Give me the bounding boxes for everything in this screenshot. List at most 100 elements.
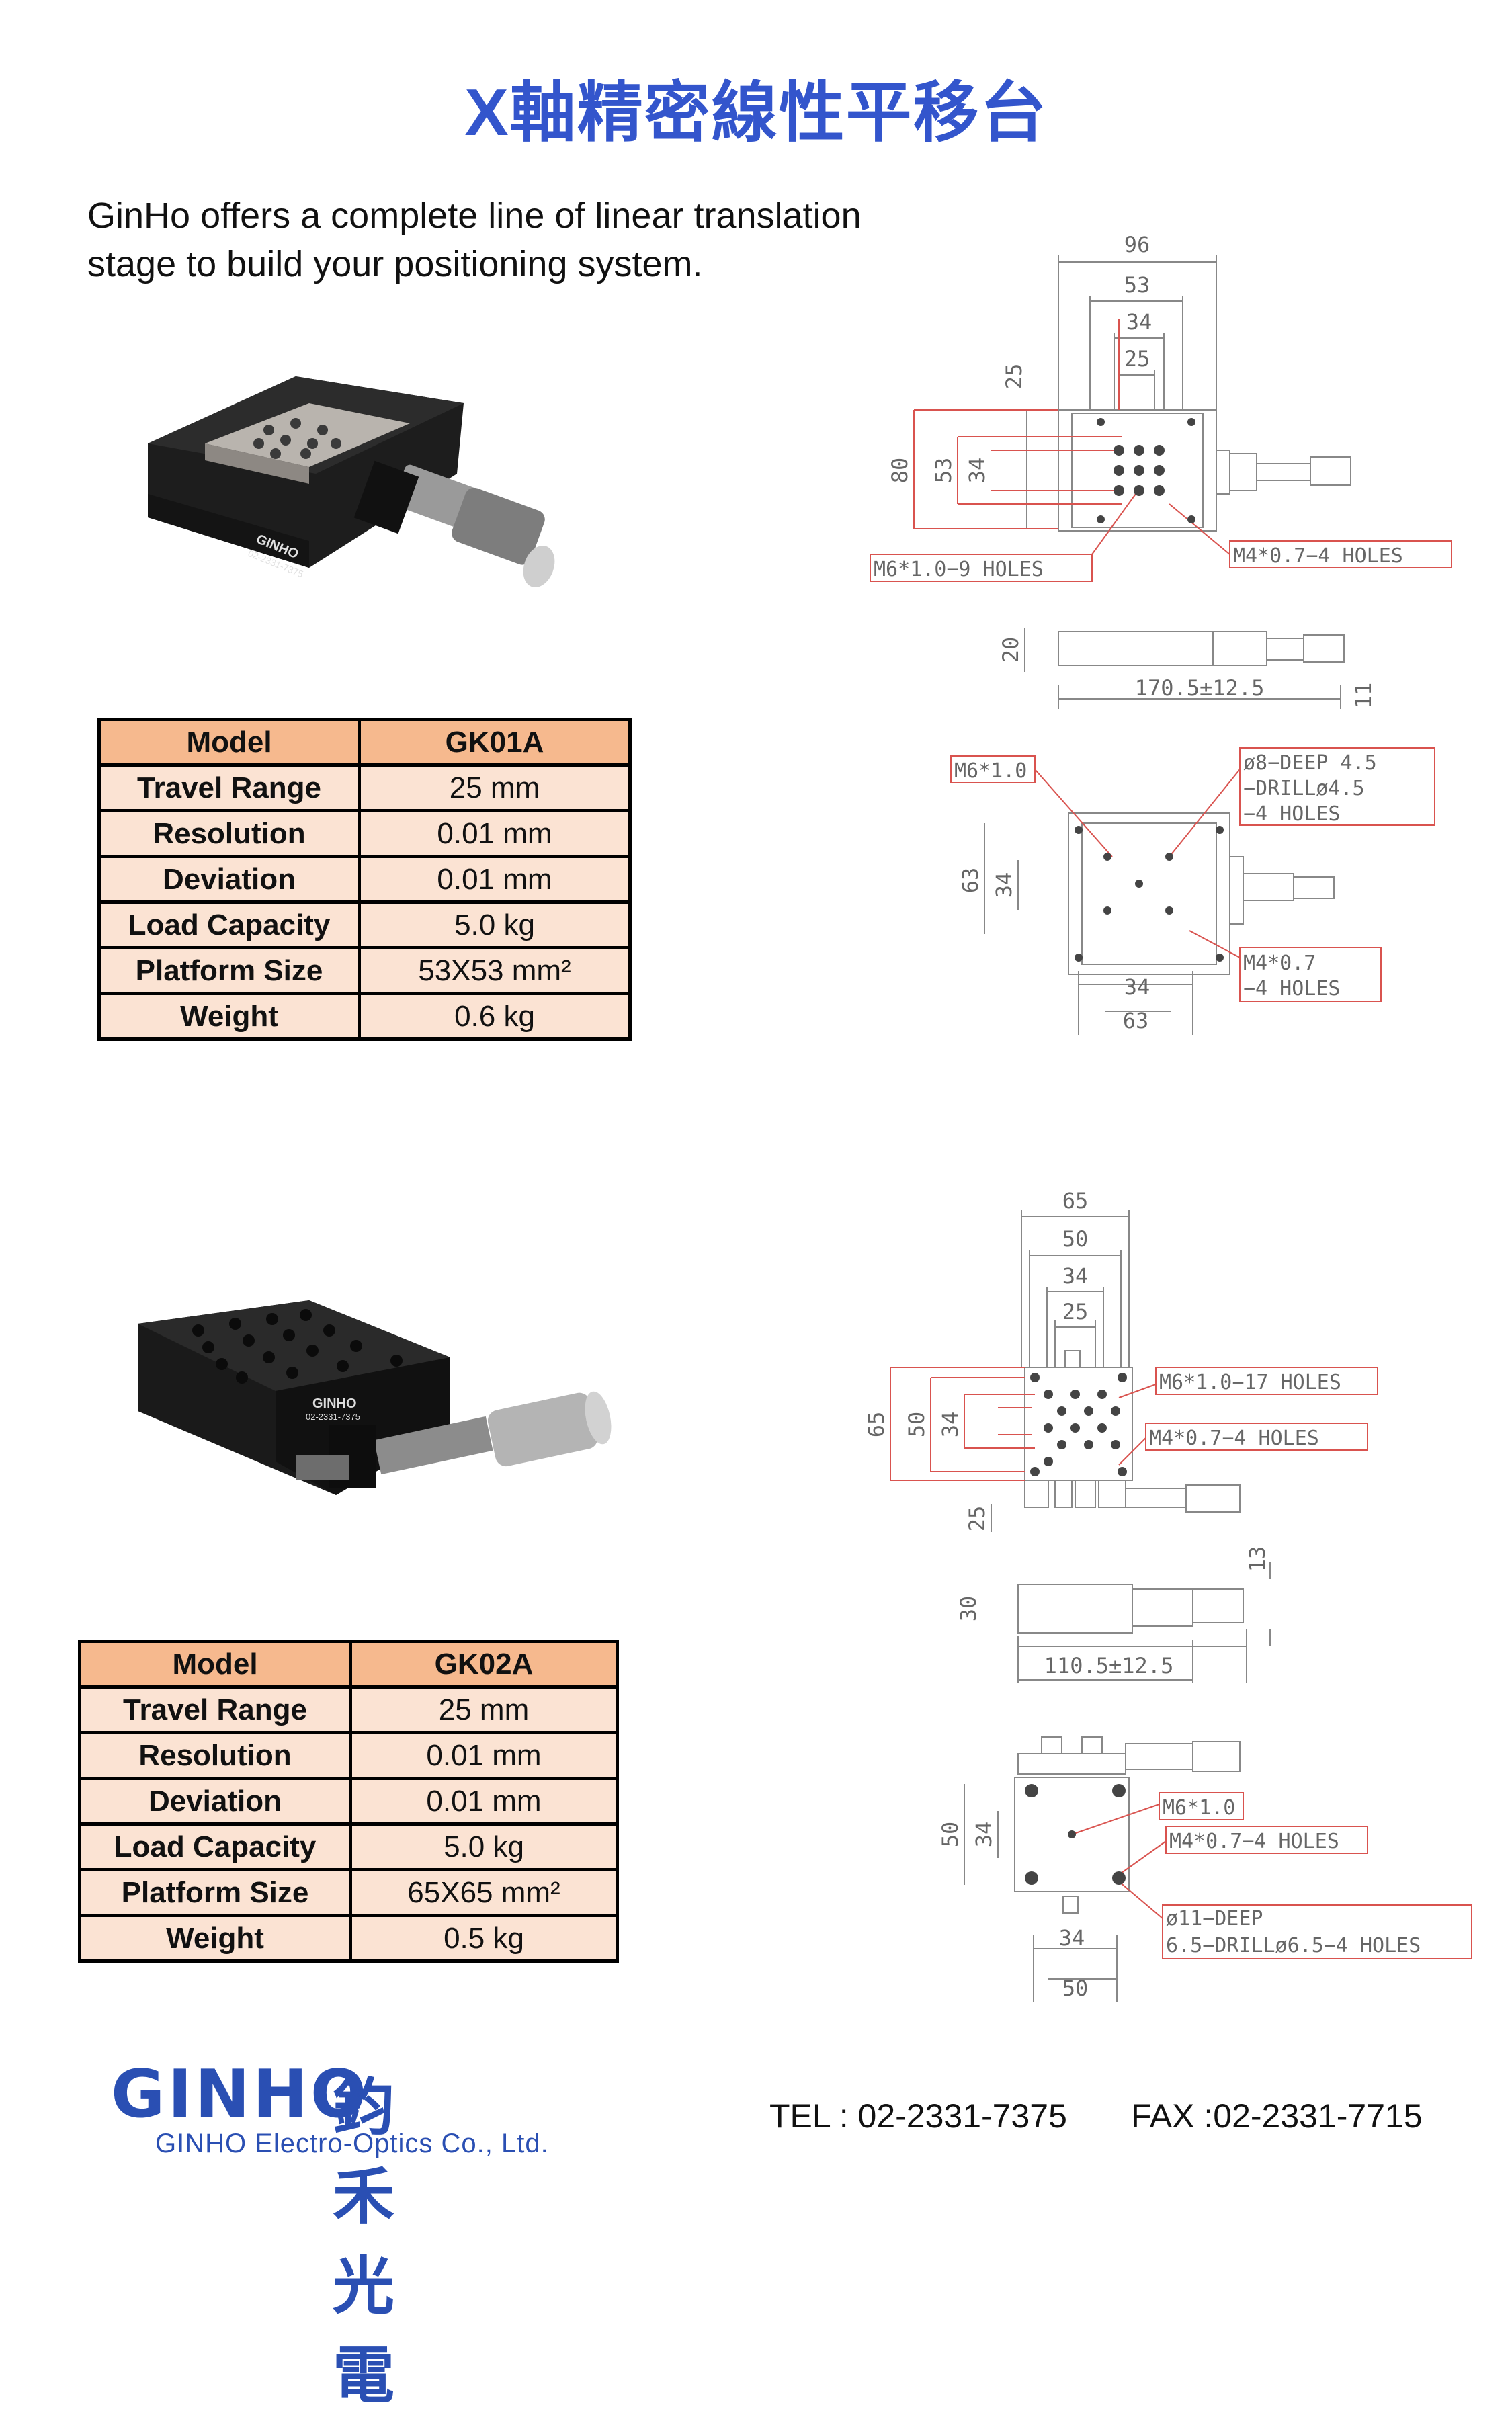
dim-label: 11 <box>1351 683 1376 709</box>
intro-text: GinHo offers a complete line of linear t… <box>87 196 862 284</box>
row-label: Load Capacity <box>78 1822 352 1871</box>
row-label: Weight <box>97 992 361 1041</box>
callout-label: M4*0.7−4 HOLES <box>1149 1427 1319 1450</box>
callout-label: M6*1.0−17 HOLES <box>1159 1371 1341 1394</box>
row-value: 25 mm <box>349 1685 619 1734</box>
dim-label: 34 <box>964 458 990 484</box>
row-value: 0.01 mm <box>349 1731 619 1780</box>
row-label: Platform Size <box>97 946 361 995</box>
product-photo-gk01a: GINHO 02-2331-7375 <box>148 376 555 587</box>
dim-label: 110.5±12.5 <box>1044 1653 1174 1679</box>
header-label: Model <box>78 1640 352 1689</box>
photo-phone: 02-2331-7375 <box>306 1412 360 1422</box>
row-label: Load Capacity <box>97 900 361 949</box>
row-value: 0.01 mm <box>349 1777 619 1826</box>
logo-wordmark: GINHO <box>111 2056 370 2133</box>
callout-label: ø11−DEEP <box>1166 1907 1263 1931</box>
dim-label: 170.5±12.5 <box>1135 675 1265 701</box>
dim-label: 80 <box>887 458 913 484</box>
row-label: Resolution <box>97 809 361 858</box>
dim-label: 63 <box>1123 1008 1149 1033</box>
product-photo-gk02a: GINHO 02-2331-7375 <box>138 1300 612 1495</box>
photo-brand: GINHO <box>312 1396 357 1411</box>
row-value: 0.5 kg <box>349 1914 619 1963</box>
technical-drawing-gk01a: 96 53 34 25 80 53 34 25 M6*1.0−9 HOLES M… <box>870 232 1452 1035</box>
dim-label: 34 <box>971 1822 997 1848</box>
callout-label: M4*0.7−4 HOLES <box>1233 544 1403 568</box>
page-title: X軸精密線性平移台 <box>464 75 1048 149</box>
dim-label: 13 <box>1245 1546 1270 1572</box>
row-label: Platform Size <box>78 1868 352 1917</box>
dim-label: 34 <box>937 1412 963 1438</box>
row-label: Deviation <box>78 1777 352 1826</box>
dim-label: 25 <box>1001 364 1027 390</box>
callout-label: −4 HOLES <box>1243 977 1341 1001</box>
header-label: Model <box>97 718 361 767</box>
logo-chinese-name: 鈞禾光電 <box>333 2072 399 2412</box>
company-name: GINHO Electro-Optics Co., Ltd. <box>155 2129 549 2158</box>
row-value: 53X53 mm² <box>358 946 632 995</box>
dim-label: 34 <box>1126 309 1152 335</box>
row-value: 0.6 kg <box>358 992 632 1041</box>
callout-label: −4 HOLES <box>1243 802 1341 826</box>
callout-label: M6*1.0 <box>954 759 1027 783</box>
dim-label: 96 <box>1124 232 1150 257</box>
dim-label: 25 <box>1062 1299 1089 1324</box>
dim-label: 25 <box>1124 346 1150 372</box>
callout-label: 6.5−DRILLø6.5−4 HOLES <box>1166 1934 1421 1957</box>
dim-label: 63 <box>958 867 983 894</box>
dim-label: 30 <box>956 1596 981 1622</box>
dim-label: 50 <box>937 1822 963 1848</box>
callout-label: M4*0.7−4 HOLES <box>1169 1830 1339 1853</box>
dim-label: 25 <box>964 1506 990 1532</box>
callout-label: −DRILLø4.5 <box>1243 777 1365 800</box>
dim-label: 53 <box>931 458 956 484</box>
callout-label: M6*1.0−9 HOLES <box>874 558 1044 581</box>
header-value: GK02A <box>349 1640 619 1689</box>
row-value: 25 mm <box>358 763 632 812</box>
callout-label: ø8−DEEP 4.5 <box>1243 751 1377 775</box>
row-label: Deviation <box>97 855 361 904</box>
callout-label: M4*0.7 <box>1243 951 1316 975</box>
table-header-row: Model GK01A <box>97 718 632 767</box>
row-label: Weight <box>78 1914 352 1963</box>
row-value: 65X65 mm² <box>349 1868 619 1917</box>
dim-label: 20 <box>998 637 1023 663</box>
row-value: 5.0 kg <box>358 900 632 949</box>
dim-label: 34 <box>1062 1263 1089 1289</box>
row-label: Travel Range <box>78 1685 352 1734</box>
dim-label: 34 <box>991 872 1017 898</box>
technical-drawing-gk02a: 65 50 34 25 65 50 34 25 M6*1.0−17 HOLES … <box>864 1188 1472 2002</box>
row-label: Travel Range <box>97 763 361 812</box>
table-header-row: Model GK02A <box>78 1640 619 1689</box>
dim-label: 65 <box>1062 1188 1089 1214</box>
dim-label: 34 <box>1124 974 1150 1000</box>
dim-label: 53 <box>1124 272 1150 298</box>
callout-label: M6*1.0 <box>1163 1796 1235 1820</box>
dim-label: 50 <box>1062 1976 1089 2001</box>
header-value: GK01A <box>358 718 632 767</box>
row-value: 0.01 mm <box>358 855 632 904</box>
telephone-number: TEL : 02-2331-7375 <box>769 2097 1067 2135</box>
row-value: 0.01 mm <box>358 809 632 858</box>
row-label: Resolution <box>78 1731 352 1780</box>
dim-label: 50 <box>904 1412 929 1438</box>
dim-label: 34 <box>1059 1925 1085 1951</box>
dim-label: 65 <box>864 1412 889 1438</box>
dim-label: 50 <box>1062 1226 1089 1252</box>
fax-number: FAX :02-2331-7715 <box>1131 2097 1423 2135</box>
